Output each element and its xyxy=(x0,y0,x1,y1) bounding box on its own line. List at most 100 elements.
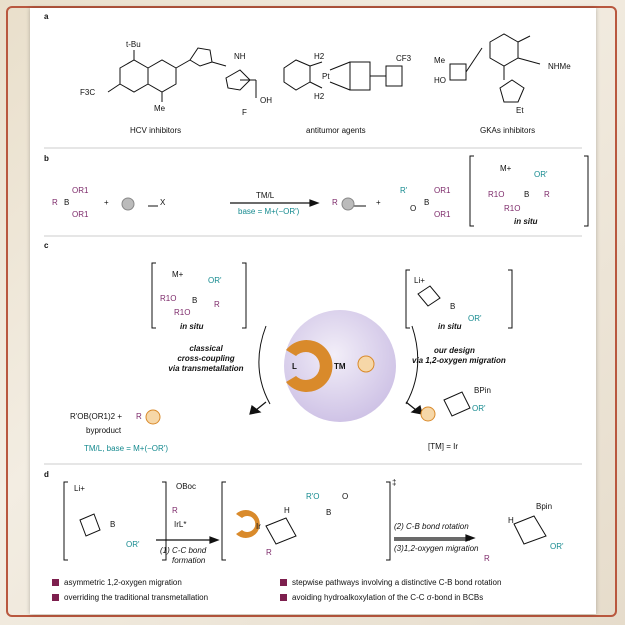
d-step1-a: (1) C-C bond xyxy=(160,546,207,555)
reagent-or1-bot: OR1 xyxy=(72,210,89,219)
insitu-r: R xyxy=(544,190,550,199)
d-li: Li+ xyxy=(74,484,85,493)
d-ts-h: H xyxy=(284,506,290,515)
label-nhme: NHMe xyxy=(548,62,571,71)
c-left-m: M+ xyxy=(172,270,184,279)
d-or: OR' xyxy=(126,540,140,549)
reagent-r: R xyxy=(52,198,58,207)
legend-square-icon xyxy=(52,579,59,586)
c-left-r1o: R1O xyxy=(160,294,177,303)
e-ball-product xyxy=(420,406,436,422)
ligand-shape xyxy=(286,340,333,393)
slide-border xyxy=(6,6,617,617)
d-r: R xyxy=(172,506,178,515)
d-b: B xyxy=(110,520,116,529)
caption-gka: GKAs inhibitors xyxy=(480,126,536,135)
c-right-insitu: in situ xyxy=(438,322,462,331)
center-l: L xyxy=(292,362,297,371)
ligand-shape-ts xyxy=(236,510,260,538)
caption-hcv: HCV inhibitors xyxy=(130,126,182,135)
catalyst-sphere xyxy=(284,310,396,422)
c-right-or: OR' xyxy=(468,314,482,323)
aryl-ball-reagent xyxy=(121,197,135,211)
reagent-b: B xyxy=(64,198,70,207)
tm-equals-ir: [TM] = Ir xyxy=(428,442,458,451)
center-tm: TM xyxy=(334,362,346,371)
c-byproduct-label: byproduct xyxy=(86,426,122,435)
d-ts-dagger: ‡ xyxy=(392,478,397,487)
classical-line1: classical xyxy=(189,344,223,353)
label-me2: Me xyxy=(434,56,446,65)
insitu-r1o: R1O xyxy=(488,190,505,199)
legend-square-icon xyxy=(52,594,59,601)
insitu-label-b: in situ xyxy=(514,217,538,226)
label-tbu: t-Bu xyxy=(126,40,141,49)
label-nh: NH xyxy=(234,52,246,61)
byproduct-b: B xyxy=(424,198,430,207)
c-left-b: B xyxy=(192,296,198,305)
panel-label-a: a xyxy=(44,12,49,21)
d-ts-b: B xyxy=(326,508,332,517)
aryl-ball-product xyxy=(341,197,355,211)
caption-antitumor: antitumor agents xyxy=(306,126,366,135)
e-ball-byproduct xyxy=(145,409,161,425)
insitu-m: M+ xyxy=(500,164,512,173)
label-me: Me xyxy=(154,104,166,113)
d-oboc: OBoc xyxy=(176,482,197,491)
plus-b2: + xyxy=(376,198,381,207)
c-byproduct-r: R xyxy=(136,412,142,421)
byproduct-r-prime: R' xyxy=(400,186,408,195)
figure-drawing xyxy=(44,33,589,561)
leaving-group-x: X xyxy=(160,198,166,207)
c-left-r1o-2: R1O xyxy=(174,308,191,317)
e-group-ball xyxy=(357,355,375,373)
label-oh: OH xyxy=(260,96,272,105)
classical-line3: via transmetallation xyxy=(168,364,244,373)
legend-text-2: overriding the traditional transmetallat… xyxy=(64,593,209,602)
d-step1-b: formation xyxy=(172,556,206,565)
byproduct-or1-bot: OR1 xyxy=(434,210,451,219)
d-prod-bpin: Bpin xyxy=(536,502,553,511)
label-f3c: F3C xyxy=(80,88,96,97)
c-conditions: TM/L, base = M+(−OR') xyxy=(84,444,168,453)
d-irl: IrL* xyxy=(174,520,187,529)
legend-item-4: avoiding hydroalkoxylation of the C-C σ-… xyxy=(280,593,483,602)
d-step2: (2) C-B bond rotation xyxy=(394,522,469,531)
d-ts-o: O xyxy=(342,492,349,501)
label-cf3: CF3 xyxy=(396,54,412,63)
label-h2-bot: H2 xyxy=(314,92,325,101)
byproduct-or1-top: OR1 xyxy=(434,186,451,195)
d-ts-ir: Ir xyxy=(256,522,261,531)
label-et: Et xyxy=(516,106,524,115)
design-line1: our design xyxy=(434,346,475,355)
label-f: F xyxy=(242,108,247,117)
legend-item-2: overriding the traditional transmetallat… xyxy=(52,593,208,602)
c-right-li: Li+ xyxy=(414,276,425,285)
panel-label-b: b xyxy=(44,154,49,163)
insitu-or: OR' xyxy=(534,170,548,179)
design-line2: via 1,2-oxygen migration xyxy=(412,356,506,365)
insitu-r1o-2: R1O xyxy=(504,204,521,213)
legend-text-4: avoiding hydroalkoxylation of the C-C σ-… xyxy=(292,593,484,602)
c-right-b: B xyxy=(450,302,456,311)
legend-square-icon xyxy=(280,579,287,586)
legend-text-1: asymmetric 1,2-oxygen migration xyxy=(64,578,182,587)
label-h2-top: H2 xyxy=(314,52,325,61)
label-ho: HO xyxy=(434,76,446,85)
legend-item-3: stepwise pathways involving a distinctiv… xyxy=(280,578,501,587)
reagent-or1-top: OR1 xyxy=(72,186,89,195)
c-left-insitu: in situ xyxy=(180,322,204,331)
label-pt: Pt xyxy=(322,72,330,81)
d-ts-ro: R'O xyxy=(306,492,320,501)
arrow-conditions-bottom: base = M+(−OR') xyxy=(238,207,300,216)
panel-label-d: d xyxy=(44,470,49,479)
c-left-or: OR' xyxy=(208,276,222,285)
insitu-b: B xyxy=(524,190,530,199)
figure-panel: a b c d t-Bu F3C Me NH OH F H2 Pt H2 CF3… xyxy=(30,8,596,614)
c-byproduct-formula: R'OB(OR1)2 + xyxy=(70,412,122,421)
d-prod-r: R xyxy=(484,554,490,563)
c-product-bpin: BPin xyxy=(474,386,491,395)
panel-label-c: c xyxy=(44,241,49,250)
legend-item-1: asymmetric 1,2-oxygen migration xyxy=(52,578,182,587)
d-prod-or: OR' xyxy=(550,542,564,551)
